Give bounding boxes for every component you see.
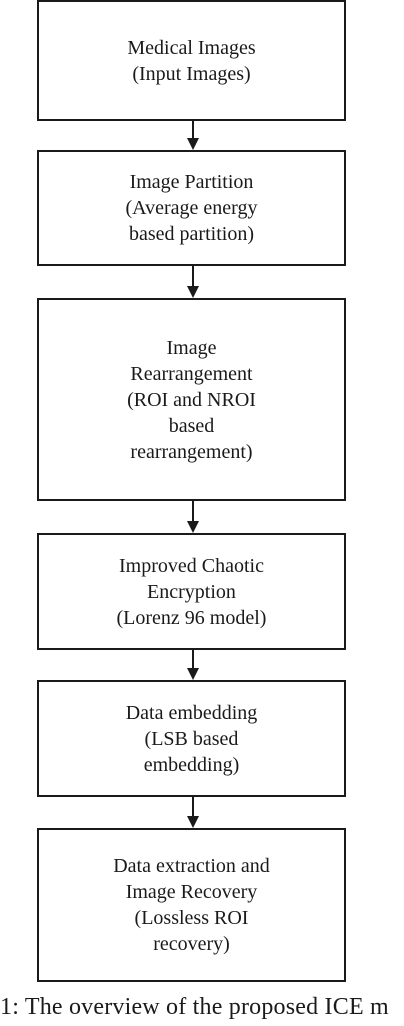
- arrow-4: [183, 650, 203, 680]
- node-improved-chaotic-encryption: Improved Chaotic Encryption (Lorenz 96 m…: [37, 533, 346, 650]
- node-data-extraction: Data extraction and Image Recovery (Loss…: [37, 828, 346, 982]
- node-improved-chaotic-encryption-label: Improved Chaotic Encryption (Lorenz 96 m…: [116, 554, 267, 629]
- node-image-rearrangement: Image Rearrangement (ROI and NROI based …: [37, 298, 346, 501]
- figure-caption: 1: The overview of the proposed ICE m: [0, 994, 389, 1020]
- node-image-rearrangement-label: Image Rearrangement (ROI and NROI based …: [127, 336, 256, 463]
- node-image-partition-label: Image Partition (Average energy based pa…: [125, 171, 258, 245]
- node-data-embedding: Data embedding (LSB based embedding): [37, 680, 346, 797]
- arrow-2: [183, 266, 203, 298]
- node-image-partition: Image Partition (Average energy based pa…: [37, 150, 346, 266]
- node-data-embedding-label: Data embedding (LSB based embedding): [125, 701, 258, 776]
- arrow-5: [183, 797, 203, 828]
- arrow-3: [183, 501, 203, 533]
- arrow-1: [183, 121, 203, 150]
- node-medical-images: Medical Images (Input Images): [37, 0, 346, 121]
- node-data-extraction-label: Data extraction and Image Recovery (Loss…: [113, 855, 270, 955]
- node-medical-images-label: Medical Images (Input Images): [127, 36, 256, 85]
